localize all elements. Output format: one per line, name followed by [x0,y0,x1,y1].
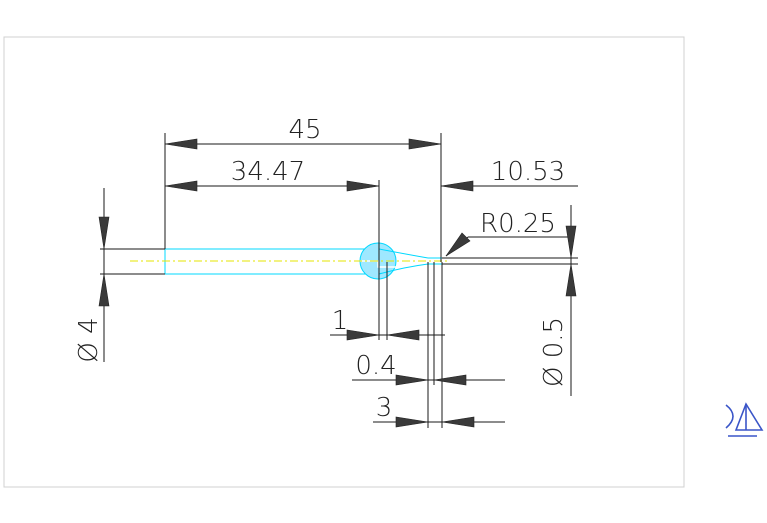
arrow-head [565,263,577,297]
dim-text-1: 1 [332,306,349,336]
dim-text-34-47: 34.47 [231,157,305,187]
dim-text-10-53: 10.53 [491,157,565,187]
dim-overall-length: 45 [164,115,442,150]
dim-text-3: 3 [376,393,393,423]
arrow-head [164,180,198,192]
dim-step-2: 0.4 [352,351,505,386]
arrow-head [445,232,471,257]
dim-text-0-4: 0.4 [355,351,396,381]
arrow-head [440,180,474,192]
ucs-icon [725,402,764,437]
dim-text-r0-25: R0.25 [480,209,556,239]
dim-tip-radius: R0.25 [445,209,568,257]
dim-step-3: 3 [373,393,505,428]
arrow-head [408,138,442,150]
dim-shank-length: 34.47 [164,157,380,192]
arrow-head [98,273,110,307]
arrow-head [386,329,420,341]
arrow-head [433,374,467,386]
drawing-frame [3,36,685,488]
dim-text-d4: Ø 4 [74,317,104,362]
extension-lines [100,133,578,428]
arrow-head [98,216,110,250]
arrow-head [164,138,198,150]
arrow-head [441,416,475,428]
dim-tip-diameter: Ø 0.5 [539,205,577,396]
dim-shank-diameter: Ø 4 [74,188,110,363]
arrow-head [346,180,380,192]
taper-upper [378,248,429,259]
dim-text-d0-5: Ø 0.5 [539,317,569,387]
dim-step-1: 1 [330,306,445,341]
arrow-head [565,225,577,259]
arrow-head [395,374,429,386]
dim-text-45: 45 [288,115,321,145]
arrow-head [395,416,429,428]
dim-tip-length: 10.53 [440,157,578,192]
taper-lower [378,263,429,275]
arrow-head [346,329,380,341]
